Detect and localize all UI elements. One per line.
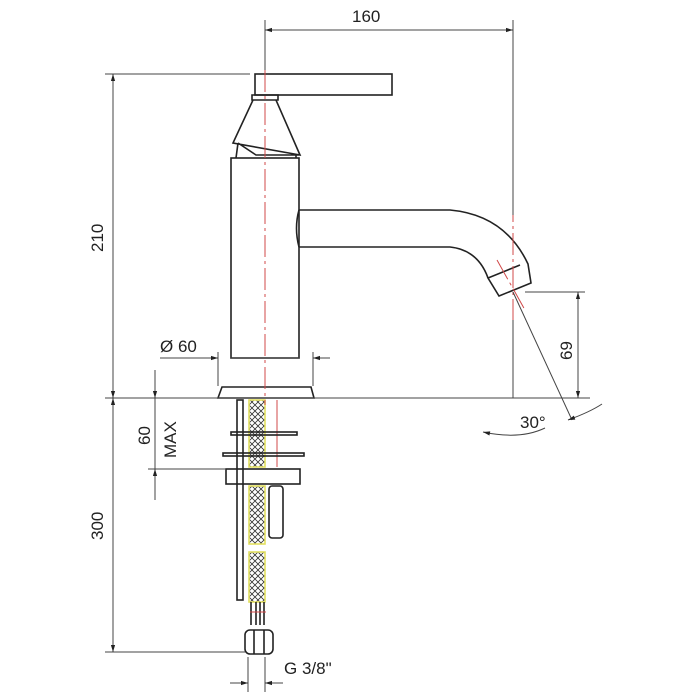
dim-hose-length: 300 — [88, 512, 107, 540]
washer — [222, 452, 305, 457]
flexible-hose — [248, 551, 266, 603]
fixing-plate — [225, 468, 301, 485]
handle-cone — [231, 94, 302, 159]
dim-base-diameter: Ø 60 — [160, 337, 197, 356]
hex-nut — [244, 629, 274, 655]
fixing-nut — [268, 485, 284, 539]
flexible-hose — [248, 399, 266, 468]
lever-handle — [254, 73, 393, 96]
connection-assembly — [222, 399, 305, 655]
dim-total-height: 210 — [88, 224, 107, 252]
dim-max-value: 60 — [135, 426, 154, 445]
dim-connection: G 3/8" — [284, 659, 332, 678]
flexible-hose — [248, 485, 266, 545]
base-flange — [216, 386, 316, 399]
dim-max-label: MAX — [161, 421, 180, 458]
dim-spout-angle: 30° — [520, 413, 546, 432]
washer — [230, 431, 298, 436]
dimension-lines — [105, 20, 603, 692]
dim-spout-reach: 160 — [352, 7, 380, 26]
spout — [295, 209, 532, 297]
threaded-rod — [236, 399, 244, 601]
dim-spout-clearance: 69 — [557, 341, 576, 360]
